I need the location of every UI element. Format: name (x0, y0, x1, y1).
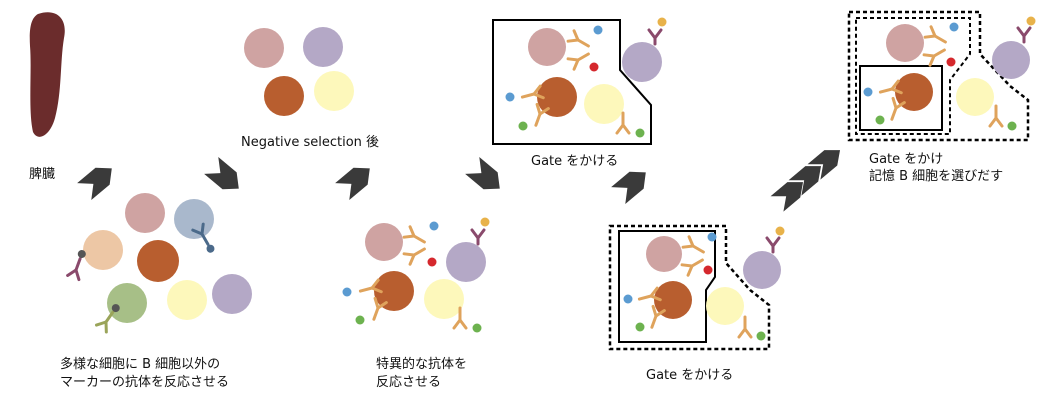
negative-selection-label: Negative selection 後 (241, 135, 379, 150)
gate3-label-line2: 記憶 B 細胞を選びだす (869, 168, 1003, 184)
cell-orange (264, 76, 304, 116)
antibody-step1-purple (66, 250, 86, 282)
step3-antibodies (342, 217, 490, 333)
arrow-2 (204, 157, 239, 190)
gate-polygon-1 (492, 19, 652, 145)
gate1-cells (528, 28, 662, 124)
gate3-label-line1: Gate をかけ (869, 152, 943, 167)
cell-pink (244, 28, 284, 68)
arrow-8 (807, 150, 841, 180)
cell-blue (174, 199, 214, 239)
cell-lavender (303, 27, 343, 67)
cell-lavender (446, 242, 486, 282)
step3-cells (365, 223, 486, 319)
step1-label-line2: マーカーの抗体を反応させる (60, 375, 229, 390)
cell-orange (137, 240, 179, 282)
spleen-label: 脾臓 (29, 167, 55, 182)
cell-yellow (424, 279, 464, 319)
gate3-antibodies (863, 16, 1036, 131)
step3-label-line2: 反応させる (376, 375, 441, 390)
gate1-label: Gate をかける (531, 154, 618, 169)
gate2-cells (646, 236, 781, 325)
antibody-step1-blue (191, 222, 215, 253)
spleen-shape (29, 12, 65, 137)
step2-cells (244, 27, 354, 116)
arrow-7 (788, 166, 822, 196)
gate-rect-3 (859, 65, 943, 131)
cell-pink (365, 223, 403, 261)
antibody-step1-olive (94, 304, 120, 334)
cell-orange (374, 271, 414, 311)
gate2-label: Gate をかける (646, 368, 733, 383)
step3-label-line1: 特異的な抗体を (376, 356, 467, 372)
gate2-antibodies (623, 226, 785, 341)
cell-peach (83, 230, 123, 270)
arrow-4 (465, 157, 500, 190)
arrow-3 (335, 167, 370, 200)
arrow-1 (77, 167, 112, 200)
gate-dashed-inner-3 (855, 17, 971, 135)
cell-pink (125, 193, 165, 233)
cell-yellow (314, 71, 354, 111)
gate-polygon-2 (618, 230, 716, 343)
step1-cells (83, 193, 252, 323)
arrow-5 (611, 171, 646, 204)
cell-yellow (167, 280, 207, 320)
gate-dashed-outer-3 (847, 10, 1030, 142)
cell-green (107, 283, 147, 323)
gate1-antibodies (505, 17, 667, 138)
gate-dashed-outer-2 (608, 224, 771, 351)
arrow-6 (770, 182, 804, 212)
step1-label-line1: 多様な細胞に B 細胞以外の (60, 356, 220, 372)
cell-lavender (212, 274, 252, 314)
